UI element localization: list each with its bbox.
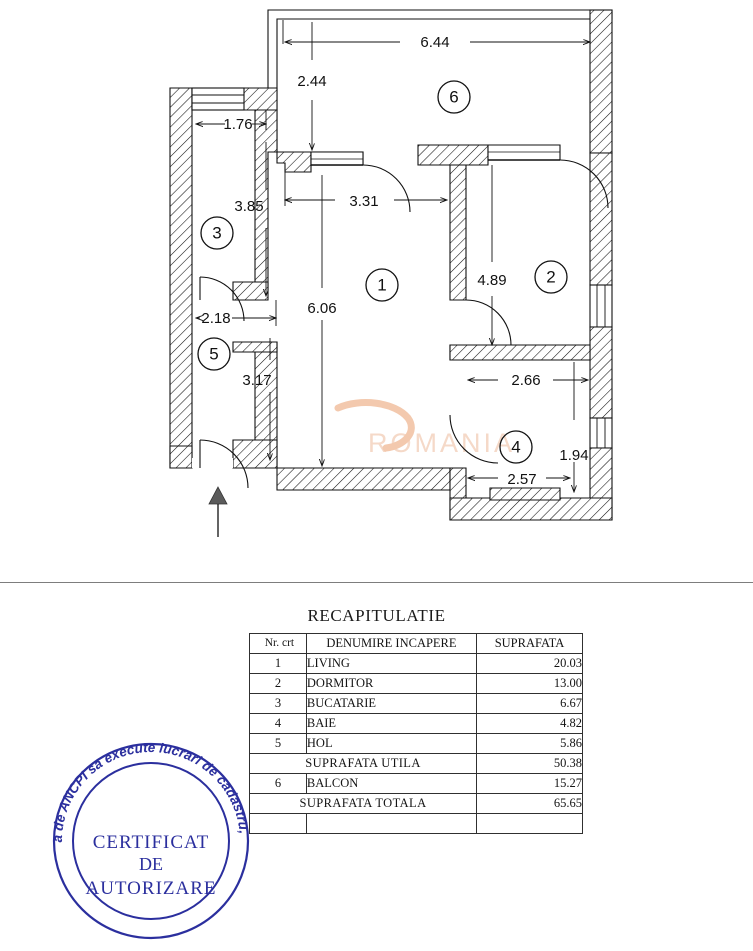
total-label: SUPRAFATA TOTALA: [249, 793, 477, 814]
blank-area: [476, 813, 583, 834]
watermark-romania: ROMANIA: [368, 428, 516, 458]
subtotal-value: 50.38: [476, 753, 583, 774]
room-label-1: 1: [377, 275, 386, 294]
row-area: 4.82: [476, 713, 583, 734]
total-value: 65.65: [476, 793, 583, 814]
row-name: HOL: [305, 733, 478, 754]
row-area: 15.27: [476, 773, 583, 794]
recapitulation-table: Nr. crt DENUMIRE INCAPERE SUPRAFATA 1 LI…: [249, 633, 583, 834]
dim-3-17: 3.17: [242, 372, 271, 389]
row-nr: 2: [249, 673, 307, 694]
row-name: BALCON: [305, 773, 478, 794]
row-nr: 3: [249, 693, 307, 714]
table-row-blank: [249, 813, 583, 834]
stamp-line-2: DE: [139, 854, 163, 874]
room-marker-6: [437, 80, 471, 114]
room-label-4: 4: [511, 437, 520, 456]
dim-1-76: 1.76: [223, 116, 252, 133]
header-nr: Nr. crt: [249, 633, 307, 654]
stamp-line-1: CERTIFICAT: [93, 832, 210, 853]
row-area: 5.86: [476, 733, 583, 754]
room-marker-3: [200, 216, 234, 250]
stamp-line-3: AUTORIZARE: [85, 878, 216, 899]
header-area: SUPRAFATA: [476, 633, 583, 654]
header-name: DENUMIRE INCAPERE: [305, 633, 478, 654]
row-nr: 1: [249, 653, 307, 674]
dim-1-94: 1.94: [559, 447, 588, 464]
blank-name: [305, 813, 478, 834]
subtotal-label: SUPRAFATA UTILA: [249, 753, 477, 774]
dim-2-66: 2.66: [511, 372, 540, 389]
table-row: 2 DORMITOR 13.00: [249, 673, 583, 694]
room-label-3: 3: [212, 223, 221, 242]
row-area: 6.67: [476, 693, 583, 714]
row-name: BAIE: [305, 713, 478, 734]
room-label-5: 5: [209, 344, 218, 363]
row-nr: 6: [249, 773, 307, 794]
room-marker-5: [197, 337, 231, 371]
table-row: 6 BALCON 15.27: [249, 773, 583, 794]
row-name: DORMITOR: [305, 673, 478, 694]
row-area: 13.00: [476, 673, 583, 694]
floor-plan-svg: 6.44 2.44 1.76 3.85 3.31 6.06 4.89 2.18 …: [169, 9, 613, 537]
dim-3-31: 3.31: [349, 193, 378, 210]
section-divider: [0, 582, 753, 583]
watermark-swoosh-icon: [334, 399, 415, 452]
row-name: LIVING: [305, 653, 478, 674]
table-row: 1 LIVING 20.03: [249, 653, 583, 674]
room-marker-4: [499, 430, 533, 464]
table-row: 4 BAIE 4.82: [249, 713, 583, 734]
total-row: SUPRAFATA TOTALA 65.65: [249, 793, 583, 814]
dim-6-44: 6.44: [420, 34, 449, 51]
recapitulation-section: RECAPITULATIE Nr. crt DENUMIRE INCAPERE …: [0, 600, 753, 834]
table-title: RECAPITULATIE: [307, 606, 446, 625]
table-row: 5 HOL 5.86: [249, 733, 583, 754]
table-row: 3 BUCATARIE 6.67: [249, 693, 583, 714]
row-name: BUCATARIE: [305, 693, 478, 714]
row-nr: 4: [249, 713, 307, 734]
floor-plan-drawing: ROMANIA: [169, 9, 613, 537]
table-header-row: Nr. crt DENUMIRE INCAPERE SUPRAFATA: [249, 633, 583, 654]
dim-2-18: 2.18: [201, 310, 230, 327]
room-label-6: 6: [449, 87, 458, 106]
blank-nr: [249, 813, 307, 834]
row-area: 20.03: [476, 653, 583, 674]
dim-3-85: 3.85: [234, 198, 263, 215]
dim-4-89: 4.89: [477, 272, 506, 289]
dim-2-44: 2.44: [297, 73, 326, 90]
room-marker-1: [365, 268, 399, 302]
dim-6-06: 6.06: [307, 300, 336, 317]
entrance-arrow-icon: [208, 486, 228, 537]
room-label-2: 2: [546, 267, 555, 286]
dim-2-57: 2.57: [507, 471, 536, 488]
room-marker-2: [534, 260, 568, 294]
row-nr: 5: [249, 733, 307, 754]
subtotal-row: SUPRAFATA UTILA 50.38: [249, 753, 583, 774]
